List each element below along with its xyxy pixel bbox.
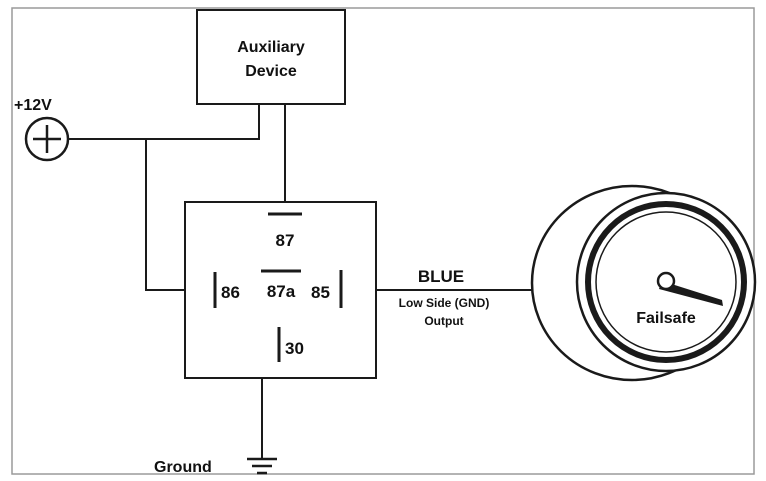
auxiliary-device-label-line2: Device: [245, 63, 297, 80]
pin-86-label: 86: [221, 283, 240, 302]
plus-circle-icon: [24, 116, 70, 162]
failsafe-gauge: [530, 184, 757, 382]
gauge-needle: [659, 281, 723, 306]
ground-label: Ground: [154, 459, 212, 476]
gauge-hub: [656, 271, 676, 291]
pin-87a-label: 87a: [267, 282, 296, 301]
output-type-label-line2: Output: [424, 314, 463, 328]
auxiliary-device-label-line1: Auxiliary: [237, 39, 305, 56]
supply-voltage-label: +12V: [14, 97, 52, 114]
pin-87-label: 87: [276, 231, 295, 250]
pin-30-label: 30: [285, 339, 304, 358]
wire-aux-to-supply: [145, 103, 260, 140]
wire-color-label: BLUE: [418, 267, 464, 286]
output-type-label-line1: Low Side (GND): [399, 296, 490, 310]
gauge-label: Failsafe: [636, 310, 696, 327]
ground-symbol-icon: [247, 457, 277, 475]
pin-85-label: 85: [311, 283, 330, 302]
auxiliary-device-box: [196, 9, 346, 105]
wire-supply-to-86: [67, 138, 213, 291]
